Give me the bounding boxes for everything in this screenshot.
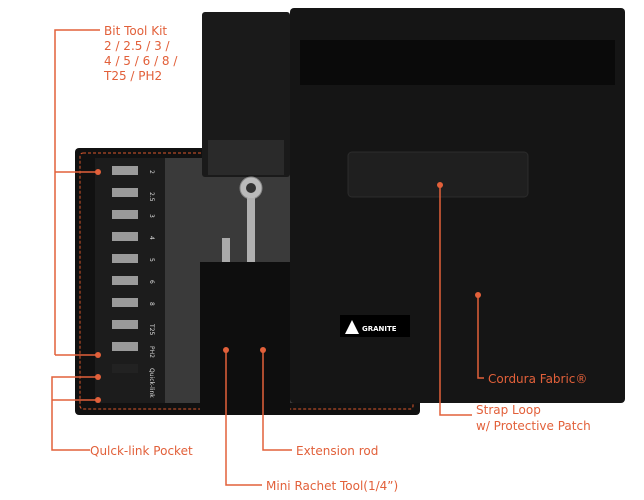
cordura-line: [477, 295, 484, 379]
bit-size-label: 4: [148, 236, 155, 240]
cordura-label: Cordura Fabric®: [488, 372, 587, 386]
flap-tab: [208, 140, 284, 175]
velcro-strip: [300, 40, 615, 85]
bit-kit-sizes: 2 / 2.5 / 3 /: [104, 39, 171, 53]
bit-kit-dot: [95, 352, 101, 358]
bit-kit-sizes: T25 / PH2: [103, 69, 162, 83]
strap-label: Strap Loop: [476, 403, 541, 417]
quick-link-dot: [95, 374, 101, 380]
bit: [112, 254, 138, 263]
bit: [112, 166, 138, 175]
bit: [112, 342, 138, 351]
bit-kit-sizes: 4 / 5 / 6 / 8 /: [104, 54, 178, 68]
strap-loop: [347, 151, 529, 198]
bit-size-label: 3: [148, 214, 155, 218]
ratchet-dot: [223, 347, 229, 353]
pouch: [290, 8, 625, 403]
bit: [112, 320, 138, 329]
bit: [112, 276, 138, 285]
bit-size-label: 8: [148, 302, 155, 306]
quick-link-line: [51, 376, 98, 451]
ratchet-handle: [247, 198, 255, 263]
quick-link-dot: [95, 397, 101, 403]
ratchet-label: Mini Rachet Tool(1/4”): [266, 479, 398, 493]
bit-kit-line: [54, 29, 100, 355]
bit-size-label: 5: [148, 258, 155, 262]
bit-size-label: 6: [148, 280, 155, 284]
bit-kit-dot: [95, 169, 101, 175]
logo-mark-icon: [345, 320, 359, 334]
bit: [112, 210, 138, 219]
bit-size-label: Quick-link: [148, 368, 155, 398]
bit-size-label: T25: [148, 323, 155, 335]
extension-rod: [222, 238, 230, 278]
cordura-dot: [475, 292, 481, 298]
top-flap: [202, 12, 290, 177]
extension-line: [262, 350, 292, 451]
extension-dot: [260, 347, 266, 353]
tool-pocket: [200, 262, 290, 410]
bit: [112, 298, 138, 307]
strap-dot: [437, 182, 443, 188]
strap-line: [439, 185, 472, 416]
bit: [112, 188, 138, 197]
bit: [112, 364, 138, 373]
quick-link-label: Qulck-link Pocket: [90, 444, 193, 458]
strap-label: w/ Protective Patch: [476, 419, 591, 433]
bit-size-label: 2: [148, 170, 155, 174]
bit-size-label: PH2: [148, 346, 155, 358]
bit: [112, 232, 138, 241]
logo-text: GRANITE: [362, 325, 397, 333]
ratchet-line: [225, 350, 262, 486]
bit-kit-title: Bit Tool Kit: [104, 24, 167, 38]
ratchet-socket: [246, 183, 256, 193]
extension-label: Extension rod: [296, 444, 378, 458]
bit-size-label: 2.5: [148, 192, 155, 202]
